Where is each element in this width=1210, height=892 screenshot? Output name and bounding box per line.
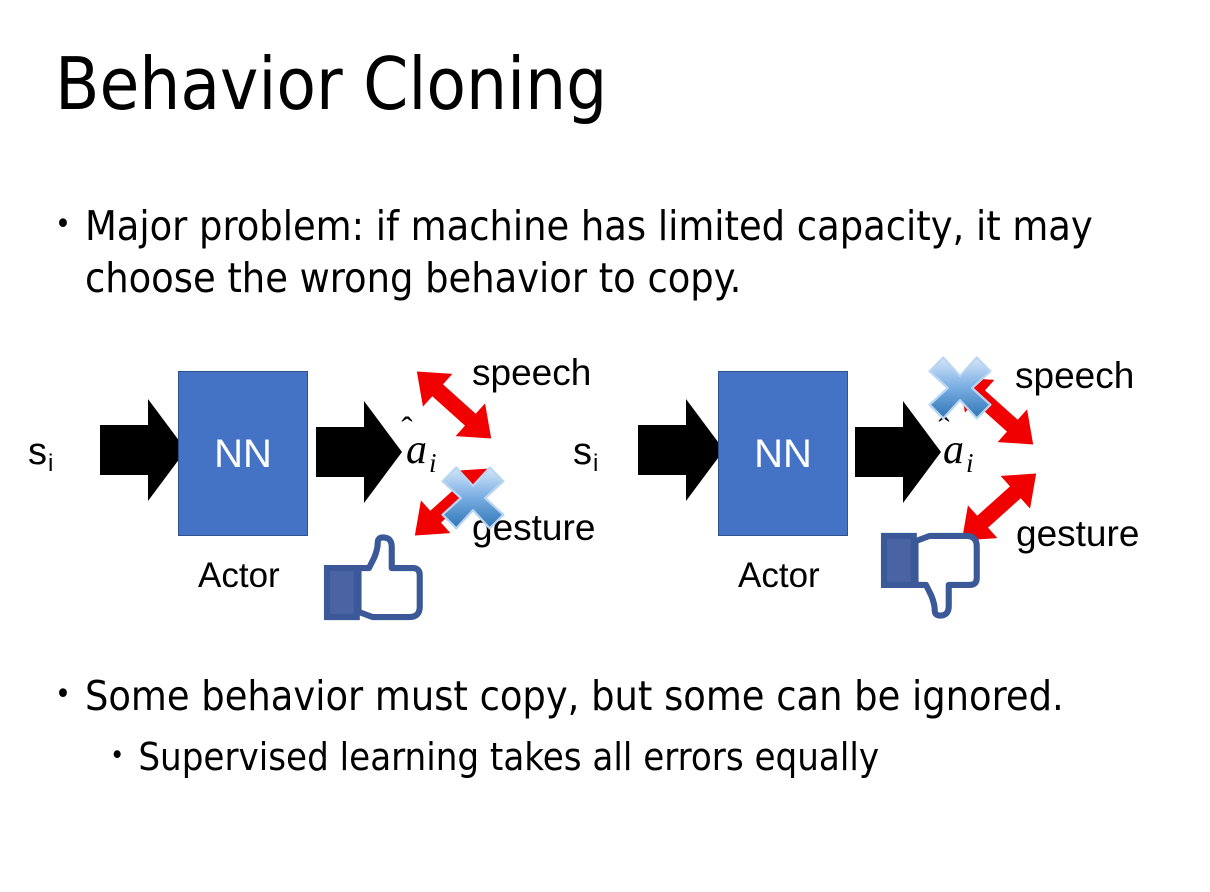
branch-label-speech-left: speech	[472, 352, 592, 393]
branch-label-speech-right: speech	[1015, 355, 1135, 396]
bullet-marker-icon: •	[55, 207, 71, 242]
thumbs-down-icon	[880, 532, 980, 619]
nn-box-label: NN	[214, 431, 272, 476]
diagram-left-good-case: si NN Actor ̂ai speech	[10, 345, 610, 635]
state-subscript: i	[48, 450, 54, 477]
input-block-arrow-right	[638, 399, 724, 501]
bullet-item-some-behavior: • Some behavior must copy, but some can …	[55, 670, 1165, 722]
bullet-marker-icon: •	[55, 677, 71, 712]
cross-out-icon-speech-right	[928, 356, 992, 420]
output-block-arrow-left	[316, 401, 402, 503]
bullet-item-supervised-learning: • Supervised learning takes all errors e…	[110, 733, 1170, 782]
bullet-text: Some behavior must copy, but some can be…	[84, 672, 1064, 720]
action-subscript: i	[966, 448, 974, 478]
state-label-right: si	[573, 431, 598, 476]
action-label-right: ̂ai	[943, 427, 974, 477]
nn-box-right: NN	[718, 371, 848, 536]
branch-arrow-speech-left	[416, 371, 492, 439]
input-block-arrow-left	[100, 399, 186, 501]
nn-box-label: NN	[754, 431, 812, 476]
branch-arrow-gesture-right	[961, 473, 1037, 541]
action-symbol: a	[943, 427, 964, 473]
action-subscript: i	[429, 448, 437, 478]
state-subscript: i	[593, 450, 599, 477]
bullet-text: Major problem: if machine has limited ca…	[84, 202, 1093, 303]
thumbs-up-icon	[323, 534, 423, 621]
cross-out-icon-gesture-left	[441, 466, 505, 530]
bullet-item-major-problem: • Major problem: if machine has limited …	[55, 200, 1135, 305]
actor-caption-right: Actor	[738, 556, 820, 595]
branch-label-gesture-right: gesture	[1016, 513, 1140, 554]
state-symbol: s	[28, 431, 47, 473]
bullet-text: Supervised learning takes all errors equ…	[138, 735, 880, 779]
state-symbol: s	[573, 431, 592, 473]
action-symbol: a	[406, 427, 427, 473]
bullet-marker-icon: •	[110, 740, 125, 771]
actor-caption-left: Actor	[198, 556, 280, 595]
action-label-left: ̂ai	[406, 427, 437, 477]
output-block-arrow-right	[855, 401, 941, 503]
state-label-left: si	[28, 431, 53, 476]
page-title: Behavior Cloning	[55, 42, 608, 126]
diagram-right-bad-case: si NN Actor ̂ai speech	[555, 345, 1155, 635]
nn-box-left: NN	[178, 371, 308, 536]
